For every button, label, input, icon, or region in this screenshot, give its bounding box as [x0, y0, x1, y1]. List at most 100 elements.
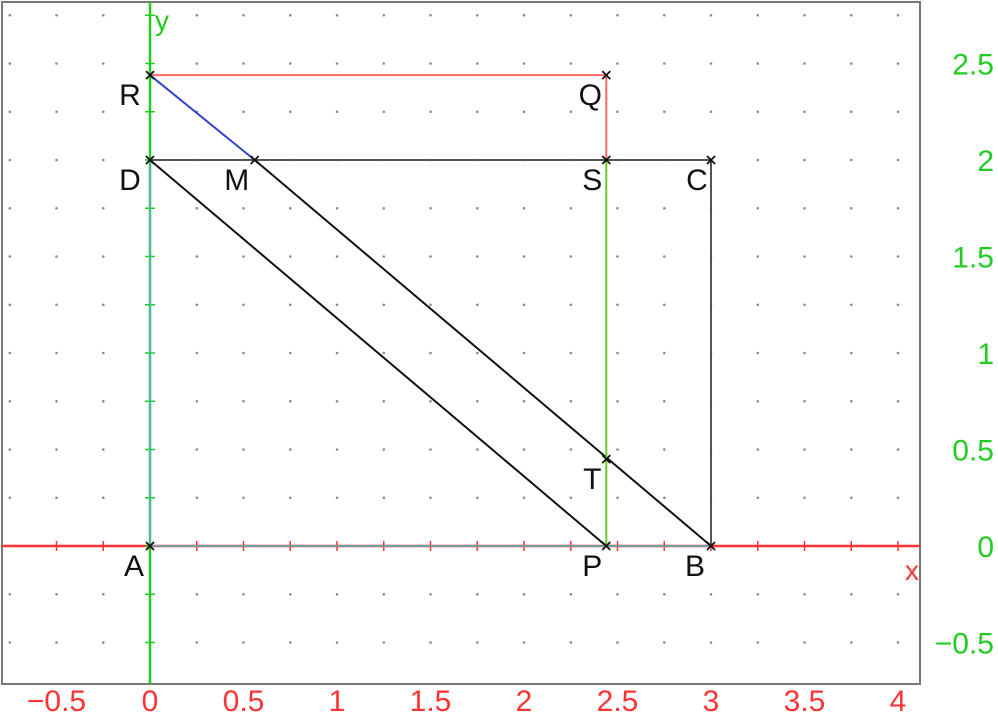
grid-dot: [569, 62, 573, 65]
grid-dot: [55, 496, 58, 500]
grid-dot: [616, 593, 619, 596]
grid-dot: [709, 641, 713, 644]
grid-dot: [382, 207, 386, 210]
grid-dot: [289, 448, 292, 451]
point-label-t: T: [583, 463, 601, 496]
grid-dot: [850, 641, 853, 644]
grid-dot: [616, 448, 619, 451]
grid-dot: [756, 303, 760, 307]
grid-dot: [803, 110, 806, 114]
point-a[interactable]: [145, 541, 155, 551]
point-label-a: A: [124, 550, 144, 583]
grid-dot: [102, 351, 105, 355]
point-r[interactable]: [145, 70, 155, 80]
grid-dot: [663, 448, 666, 451]
grid-dot: [8, 62, 12, 65]
grid-dot: [663, 303, 666, 307]
grid-dot: [850, 400, 853, 403]
grid-dot: [850, 158, 853, 162]
point-marker: [706, 155, 716, 165]
grid-dot: [382, 593, 386, 596]
grid-dot: [195, 448, 199, 451]
point-q[interactable]: [601, 70, 611, 80]
grid-dot: [195, 641, 199, 644]
grid-dot: [522, 14, 526, 17]
grid-dot: [803, 207, 806, 210]
grid-dot: [289, 641, 292, 644]
grid-dot: [289, 351, 292, 355]
x-tick-label: 1.5: [410, 685, 452, 718]
grid-dot: [8, 303, 12, 307]
grid-dot: [335, 62, 339, 65]
x-tick-label: −0.5: [27, 685, 86, 718]
grid-dot: [242, 448, 245, 451]
grid-dot: [709, 14, 713, 17]
point-marker: [145, 541, 155, 551]
grid-dot: [896, 351, 900, 355]
point-label-p: P: [582, 550, 602, 583]
grid-dot: [896, 62, 900, 65]
grid-dot: [569, 641, 573, 644]
segment-mb: [254, 159, 712, 547]
point-p[interactable]: [601, 541, 611, 551]
y-tick-label: 1: [977, 338, 994, 371]
point-label-m: M: [224, 164, 249, 197]
grid-dot: [242, 351, 245, 355]
grid-dot: [803, 593, 806, 596]
grid-dot: [756, 400, 760, 403]
grid-dot: [850, 110, 853, 114]
grid-dot: [102, 641, 105, 644]
grid-dot: [522, 255, 526, 258]
grid-dot: [476, 496, 479, 500]
grid-dot: [476, 303, 479, 307]
point-m[interactable]: [250, 155, 260, 165]
point-b[interactable]: [706, 541, 716, 551]
y-axis-label: y: [155, 5, 169, 36]
grid-dot: [55, 593, 58, 596]
grid-dot: [102, 593, 105, 596]
grid-dot: [335, 593, 339, 596]
grid-dot: [896, 255, 900, 258]
grid-dot: [569, 207, 573, 210]
grid-dot: [803, 496, 806, 500]
grid-dot: [8, 400, 12, 403]
grid-dot: [616, 62, 619, 65]
y-tick-label: −0.5: [935, 628, 994, 661]
point-marker: [145, 70, 155, 80]
grid-dot: [569, 255, 573, 258]
grid-dot: [756, 110, 760, 114]
grid-dot: [55, 400, 58, 403]
grid-dot: [803, 448, 806, 451]
grid-dot: [616, 496, 619, 500]
grid-dot: [803, 158, 806, 162]
grid-dot: [522, 351, 526, 355]
grid-dot: [335, 496, 339, 500]
grid-dot: [476, 351, 479, 355]
grid-dot: [289, 14, 292, 17]
grid-dot: [195, 255, 199, 258]
x-tick-label: 1: [329, 685, 346, 718]
point-d[interactable]: [145, 155, 155, 165]
point-marker: [601, 70, 611, 80]
grid-dot: [195, 14, 199, 17]
grid-dot: [55, 303, 58, 307]
grid-dot: [476, 255, 479, 258]
point-s[interactable]: [601, 155, 611, 165]
grid-dot: [803, 62, 806, 65]
grid-dot: [756, 158, 760, 162]
grid-dot: [569, 303, 573, 307]
grid-dot: [616, 110, 619, 114]
grid-dot: [55, 158, 58, 162]
grid-dot: [803, 400, 806, 403]
grid-dot: [289, 303, 292, 307]
grid-dot: [756, 207, 760, 210]
point-c[interactable]: [706, 155, 716, 165]
grid-dot: [896, 641, 900, 644]
point-t[interactable]: [601, 454, 611, 464]
grid-dot: [335, 400, 339, 403]
grid-dot: [569, 110, 573, 114]
point-label-d: D: [119, 164, 141, 197]
grid-dot: [616, 303, 619, 307]
grid-dot: [756, 496, 760, 500]
